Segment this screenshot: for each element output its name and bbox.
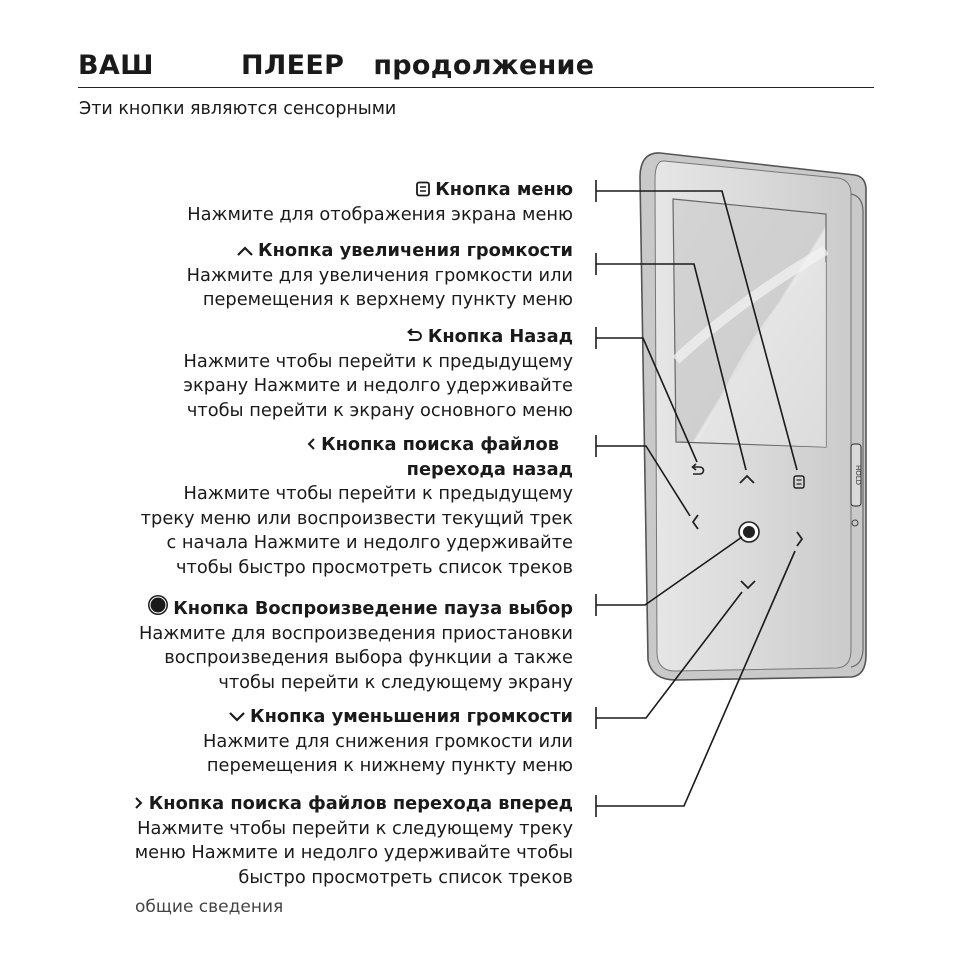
item-text: Нажмите чтобы перейти к предыдущему (183, 483, 573, 504)
item-text: быстро просмотреть список треков (238, 866, 573, 888)
hold-switch-icon (850, 443, 862, 507)
item-text: треку меню или воспроизвести текущий тре… (140, 507, 573, 529)
play-pause-select-icon (147, 594, 169, 622)
volume-up-button-description: Кнопка увеличения громкости Нажмите для … (187, 239, 573, 313)
item-heading: Кнопка уменьшения громкости (250, 706, 573, 727)
device-volume-down-button (740, 580, 756, 590)
menu-button-description: Кнопка меню Нажмите для отображения экра… (187, 178, 573, 227)
play-pause-button-description: Кнопка Воспроизведение пауза выбор Нажми… (139, 594, 573, 695)
item-heading: Кнопка меню (435, 179, 573, 200)
device-play-pause-button (738, 521, 760, 543)
item-heading: Кнопка поиска файлов перехода вперед (148, 793, 573, 814)
callout-lines (595, 180, 798, 817)
device-skip-forward-button (796, 531, 804, 547)
item-heading: Кнопка поиска файлов (321, 434, 559, 455)
page-footer: общие сведения (135, 897, 284, 917)
item-heading: Кнопка увеличения громкости (258, 240, 573, 261)
page-title: ВАШ ПЛЕЕР продолжение (78, 50, 595, 81)
item-text: чтобы перейти к экрану основного меню (186, 399, 573, 421)
device-back-button (691, 463, 705, 475)
menu-icon (415, 178, 431, 203)
item-text: перемещения к верхнему пункту меню (202, 289, 573, 310)
volume-down-icon (228, 705, 246, 730)
item-text: Нажмите для отображения экрана меню (187, 203, 573, 225)
skip-back-button-description: Кнопка поиска файлов перехода назад Нажм… (141, 433, 573, 580)
item-text: воспроизведения выбора функции а также (164, 647, 573, 668)
item-text: чтобы быстро просмотреть список треков (176, 556, 573, 578)
item-text: Нажмите для увеличения громкости или (186, 264, 573, 286)
back-icon (404, 325, 424, 350)
chevron-right-icon (133, 792, 145, 817)
item-heading: Кнопка Воспроизведение пауза выбор (173, 598, 573, 619)
item-text: Нажмите для воспроизведения приостановки (139, 622, 573, 644)
device-menu-button (793, 475, 805, 489)
back-button-description: Кнопка Назад Нажмите чтобы перейти к пре… (183, 325, 573, 423)
item-heading: Кнопка Назад (427, 326, 573, 347)
skip-forward-button-description: Кнопка поиска файлов перехода вперед Наж… (133, 792, 573, 890)
item-text: экрану Нажмите и недолго удерживайте (183, 375, 573, 396)
item-text: меню Нажмите и недолго удерживайте чтобы (134, 842, 573, 863)
title-divider (78, 87, 874, 88)
item-text: Нажмите чтобы перейти к предыдущему (183, 350, 573, 372)
item-text: с начала Нажмите и недолго удерживайте (166, 532, 573, 553)
volume-down-button-description: Кнопка уменьшения громкости Нажмите для … (203, 705, 573, 779)
item-text: Нажмите чтобы перейти к следующему треку (137, 817, 573, 839)
item-text: Нажмите для снижения громкости или (202, 730, 573, 752)
device-volume-up-button (739, 474, 755, 484)
page-subtitle: Эти кнопки являются сенсорными (79, 99, 397, 119)
chevron-left-icon (305, 433, 317, 458)
item-text: чтобы перейти к следующему экрану (218, 671, 573, 693)
hold-label: HOLD (854, 465, 862, 485)
item-text: перемещения к нижнему пункту меню (206, 755, 573, 776)
item-heading-continued: перехода назад (406, 458, 573, 480)
volume-up-icon (236, 239, 254, 264)
player-device: HOLD (639, 152, 867, 681)
device-skip-back-button (691, 514, 699, 530)
